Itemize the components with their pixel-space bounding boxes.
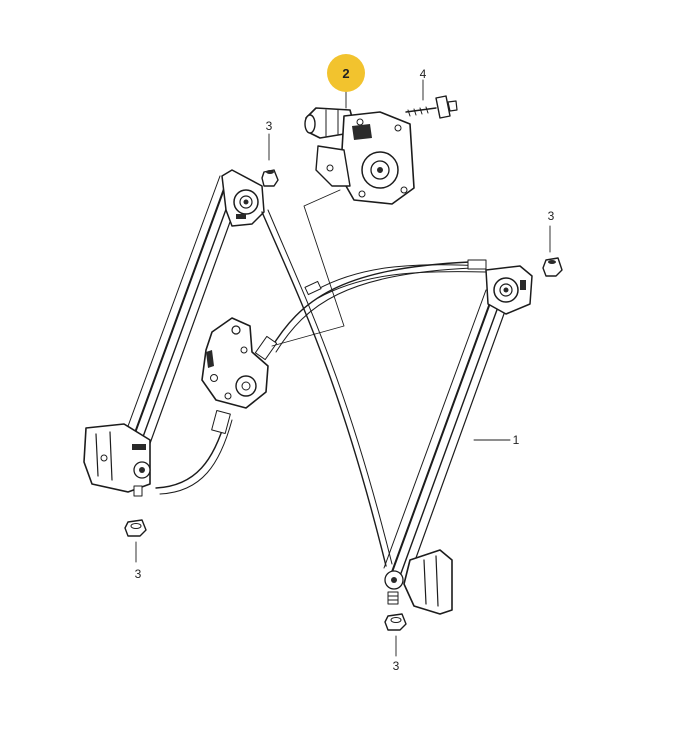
callout-labels: 2 4 3 3 1 3 3 <box>135 54 555 673</box>
window-motor <box>271 107 415 347</box>
nut-right <box>542 257 563 277</box>
callout-motor[interactable]: 2 <box>342 66 349 81</box>
nut-bottom <box>384 613 407 631</box>
mounting-bolt <box>405 95 458 119</box>
right-window-slider <box>384 549 453 615</box>
callout-nut-top-left[interactable]: 3 <box>266 119 273 133</box>
left-guide-rail <box>119 169 265 461</box>
callout-frame[interactable]: 1 <box>513 433 520 447</box>
nut-top-left <box>261 169 279 187</box>
cable-drum-housing <box>201 317 269 409</box>
left-window-slider <box>83 423 151 497</box>
regulator-cables <box>155 209 487 567</box>
right-guide-rail <box>383 265 533 581</box>
leader-lines <box>135 79 551 657</box>
callout-nut-right[interactable]: 3 <box>548 209 555 223</box>
callout-nut-bottom-left[interactable]: 3 <box>135 567 142 581</box>
motor-highlight-badge[interactable] <box>327 54 365 92</box>
callout-nut-bottom[interactable]: 3 <box>393 659 400 673</box>
callout-bolt[interactable]: 4 <box>420 67 427 81</box>
nut-bottom-left <box>124 519 147 537</box>
